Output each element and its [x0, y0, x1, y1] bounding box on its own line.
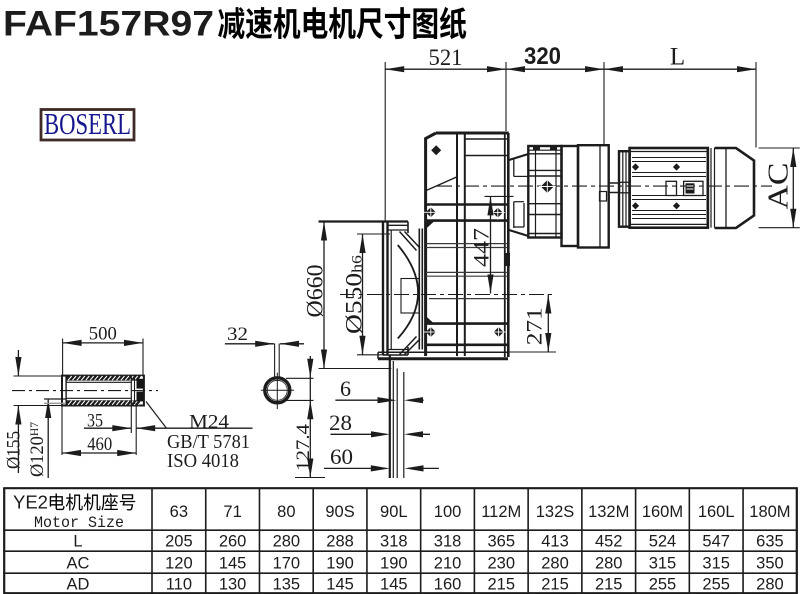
svg-text:160: 160	[434, 575, 462, 593]
svg-text:215: 215	[541, 575, 569, 593]
svg-text:413: 413	[541, 533, 569, 551]
svg-text:452: 452	[595, 533, 623, 551]
svg-text:YE2: YE2	[13, 492, 48, 513]
svg-text:AD: AD	[67, 575, 90, 593]
svg-text:28: 28	[329, 410, 352, 435]
svg-text:320: 320	[524, 43, 561, 70]
svg-text:365: 365	[488, 533, 516, 551]
svg-text:AC: AC	[67, 554, 90, 572]
svg-text:GB/T 5781: GB/T 5781	[167, 431, 250, 453]
svg-text:M24: M24	[189, 411, 229, 433]
svg-text:32: 32	[227, 324, 248, 345]
svg-text:6: 6	[340, 376, 351, 401]
svg-text:280: 280	[541, 554, 569, 572]
svg-text:145: 145	[380, 575, 408, 593]
svg-text:315: 315	[702, 554, 730, 572]
svg-text:35: 35	[87, 411, 103, 432]
svg-text:90L: 90L	[380, 503, 408, 521]
svg-text:FAF157R97: FAF157R97	[3, 5, 214, 44]
svg-text:190: 190	[380, 554, 408, 572]
svg-text:288: 288	[326, 533, 354, 551]
svg-text:130: 130	[219, 575, 247, 593]
svg-text:120: 120	[165, 554, 193, 572]
svg-text:318: 318	[380, 533, 408, 551]
svg-text:170: 170	[273, 554, 301, 572]
svg-text:521: 521	[429, 45, 463, 70]
svg-text:350: 350	[756, 554, 784, 572]
svg-text:L: L	[73, 533, 82, 551]
svg-text:71: 71	[223, 503, 241, 521]
svg-text:635: 635	[756, 533, 784, 551]
svg-text:255: 255	[702, 575, 730, 593]
svg-text:180M: 180M	[749, 503, 790, 521]
svg-text:132M: 132M	[588, 503, 629, 521]
svg-text:215: 215	[488, 575, 516, 593]
svg-text:90S: 90S	[325, 503, 354, 521]
svg-text:63: 63	[170, 503, 188, 521]
svg-text:205: 205	[165, 533, 193, 551]
svg-text:127.4: 127.4	[293, 423, 314, 471]
svg-text:280: 280	[273, 533, 301, 551]
svg-text:110: 110	[166, 575, 192, 593]
svg-text:132S: 132S	[536, 503, 575, 521]
svg-text:Ø660: Ø660	[303, 265, 328, 318]
svg-text:280: 280	[595, 554, 623, 572]
svg-text:260: 260	[219, 533, 247, 551]
svg-text:Ø155: Ø155	[4, 431, 25, 469]
svg-text:210: 210	[434, 554, 462, 572]
svg-text:255: 255	[649, 575, 677, 593]
svg-text:60: 60	[330, 444, 353, 469]
svg-text:BOSERL: BOSERL	[44, 106, 131, 141]
svg-text:500: 500	[89, 323, 117, 344]
svg-text:Motor Size: Motor Size	[34, 514, 124, 532]
svg-text:315: 315	[649, 554, 677, 572]
svg-text:160L: 160L	[698, 503, 735, 521]
svg-text:L: L	[670, 44, 685, 71]
svg-text:230: 230	[488, 554, 516, 572]
svg-text:524: 524	[649, 533, 677, 551]
svg-text:280: 280	[756, 575, 784, 593]
svg-text:112M: 112M	[481, 503, 521, 521]
svg-text:135: 135	[273, 575, 301, 593]
svg-text:460: 460	[87, 434, 112, 455]
svg-text:160M: 160M	[642, 503, 683, 521]
svg-text:447: 447	[468, 228, 493, 267]
svg-text:ISO 4018: ISO 4018	[167, 450, 239, 472]
svg-text:80: 80	[277, 503, 295, 521]
svg-text:271: 271	[521, 307, 546, 345]
svg-text:547: 547	[702, 533, 730, 551]
svg-text:100: 100	[434, 503, 462, 521]
svg-text:145: 145	[326, 575, 354, 593]
svg-text:Ø120H7: Ø120H7	[27, 422, 48, 477]
svg-text:318: 318	[434, 533, 462, 551]
svg-text:Ø550h6: Ø550h6	[342, 254, 367, 334]
svg-text:AC: AC	[764, 163, 795, 210]
svg-text:145: 145	[219, 554, 247, 572]
svg-text:190: 190	[326, 554, 354, 572]
svg-text:215: 215	[595, 575, 623, 593]
